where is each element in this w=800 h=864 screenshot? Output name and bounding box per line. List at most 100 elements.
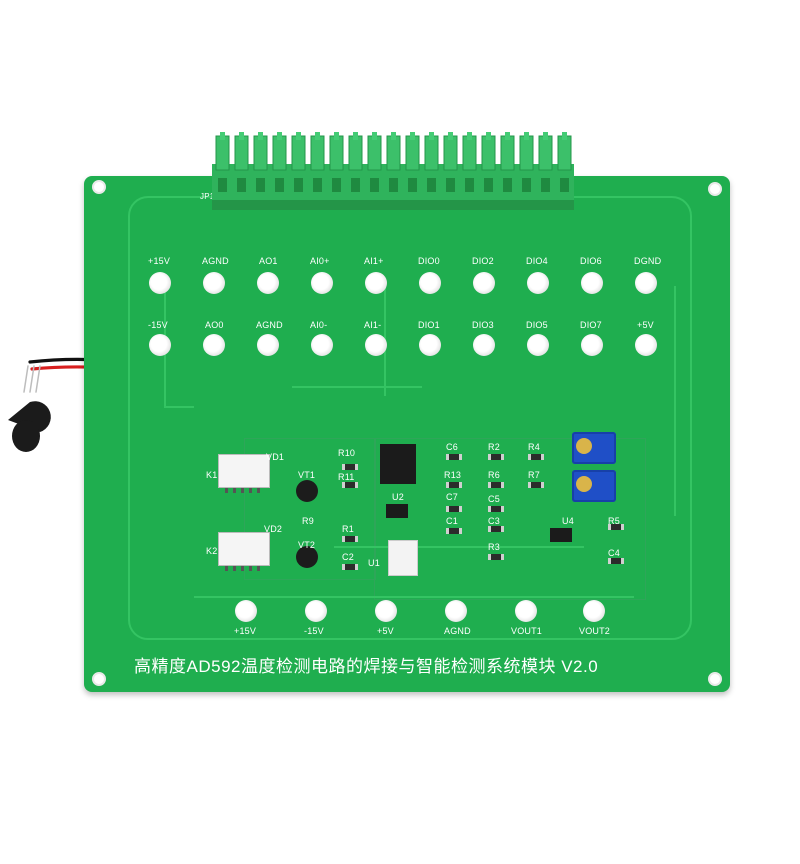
label-r4: R4: [528, 442, 540, 452]
terminal-pin-top: [353, 132, 358, 140]
transistor-vt1: [296, 480, 318, 502]
terminal-pin-top: [562, 132, 567, 140]
terminal-screw-slot: [234, 135, 249, 171]
relay-section-area: [244, 438, 376, 580]
terminal-bottom-label: -15V: [304, 626, 324, 636]
label-r6: R6: [488, 470, 500, 480]
mounting-hole: [708, 182, 722, 196]
capacitor-smd: [488, 526, 504, 532]
terminal-row1-pad: [257, 272, 279, 294]
terminal-row2-pad: [365, 334, 387, 356]
resistor-smd: [342, 536, 358, 542]
terminal-row2-pad: [473, 334, 495, 356]
terminal-screw-slot: [253, 135, 268, 171]
terminal-bottom-pad: [445, 600, 467, 622]
terminal-wire-hole: [560, 178, 569, 192]
capacitor-smd: [446, 528, 462, 534]
terminal-row2-label: +5V: [637, 320, 654, 330]
terminal-row2-label: DIO5: [526, 320, 548, 330]
terminal-row1-pad: [581, 272, 603, 294]
capacitor-smd: [446, 454, 462, 460]
terminal-bottom-label: +15V: [234, 626, 257, 636]
terminal-row2-pad: [149, 334, 171, 356]
terminal-pin-top: [277, 132, 282, 140]
resistor-smd: [528, 454, 544, 460]
terminal-row2-label: -15V: [148, 320, 168, 330]
terminal-screw-slot: [443, 135, 458, 171]
label-c7: C7: [446, 492, 458, 502]
resistor-smd: [488, 482, 504, 488]
capacitor-smd: [608, 558, 624, 564]
label-c5: C5: [488, 494, 500, 504]
label-c6: C6: [446, 442, 458, 452]
terminal-screw-slot: [291, 135, 306, 171]
connector-u1: [388, 540, 418, 576]
terminal-bottom-pad: [235, 600, 257, 622]
terminal-bottom-pad: [583, 600, 605, 622]
label-vt1: VT1: [298, 470, 316, 480]
terminal-wire-hole: [256, 178, 265, 192]
terminal-pin-top: [505, 132, 510, 140]
label-vt2: VT2: [298, 540, 316, 550]
terminal-row2-pad: [203, 334, 225, 356]
label-c3: C3: [488, 516, 500, 526]
terminal-screw-slot: [348, 135, 363, 171]
terminal-row2-pad: [527, 334, 549, 356]
terminal-row1-label: AO1: [259, 256, 278, 266]
relay-k1: [218, 454, 270, 493]
terminal-screw-slot: [405, 135, 420, 171]
label-r10: R10: [338, 448, 356, 458]
resistor-smd: [488, 454, 504, 460]
terminal-screw-slot: [386, 135, 401, 171]
label-r5: R5: [608, 516, 620, 526]
terminal-screw-slot: [215, 135, 230, 171]
terminal-pin-top: [239, 132, 244, 140]
label-r3: R3: [488, 542, 500, 552]
label-r11: R11: [338, 472, 355, 482]
terminal-wire-hole: [484, 178, 493, 192]
terminal-wire-hole: [332, 178, 341, 192]
terminal-row1-label: DIO2: [472, 256, 494, 266]
ic-u2-smd: [386, 504, 408, 518]
capacitor-smd: [488, 506, 504, 512]
relay-k2: [218, 532, 270, 571]
terminal-screw-slot: [329, 135, 344, 171]
potentiometer-1: [572, 432, 616, 464]
label-c4: C4: [608, 548, 620, 558]
terminal-row1-label: DIO4: [526, 256, 548, 266]
terminal-screw-slot: [500, 135, 515, 171]
terminal-row1-pad: [473, 272, 495, 294]
terminal-pin-top: [258, 132, 263, 140]
connector-label: JP1: [200, 192, 215, 201]
label-vd1: VD1: [266, 452, 285, 462]
terminal-wire-hole: [294, 178, 303, 192]
terminal-wire-hole: [370, 178, 379, 192]
terminal-wire-hole: [541, 178, 550, 192]
label-k2: K2: [206, 546, 218, 556]
terminal-row1-pad: [311, 272, 333, 294]
label-k1: K1: [206, 470, 218, 480]
mounting-hole: [92, 180, 106, 194]
terminal-pin-top: [543, 132, 548, 140]
label-r9: R9: [302, 516, 314, 526]
terminal-bottom-pad: [305, 600, 327, 622]
resistor-smd: [342, 464, 358, 470]
terminal-pin-top: [486, 132, 491, 140]
terminal-screw-slot: [557, 135, 572, 171]
capacitor-smd: [446, 506, 462, 512]
terminal-row1-pad: [203, 272, 225, 294]
terminal-wire-hole: [218, 178, 227, 192]
terminal-pin-top: [372, 132, 377, 140]
terminal-row2-pad: [581, 334, 603, 356]
terminal-screw-slot: [367, 135, 382, 171]
terminal-row2-label: DIO3: [472, 320, 494, 330]
ad592-sensor-body: [12, 420, 40, 452]
terminal-wire-hole: [522, 178, 531, 192]
terminal-pin-top: [296, 132, 301, 140]
label-r1: R1: [342, 524, 354, 534]
terminal-bottom-label: VOUT1: [511, 626, 543, 636]
label-r7: R7: [528, 470, 540, 480]
terminal-screw-slot: [424, 135, 439, 171]
label-r2: R2: [488, 442, 500, 452]
